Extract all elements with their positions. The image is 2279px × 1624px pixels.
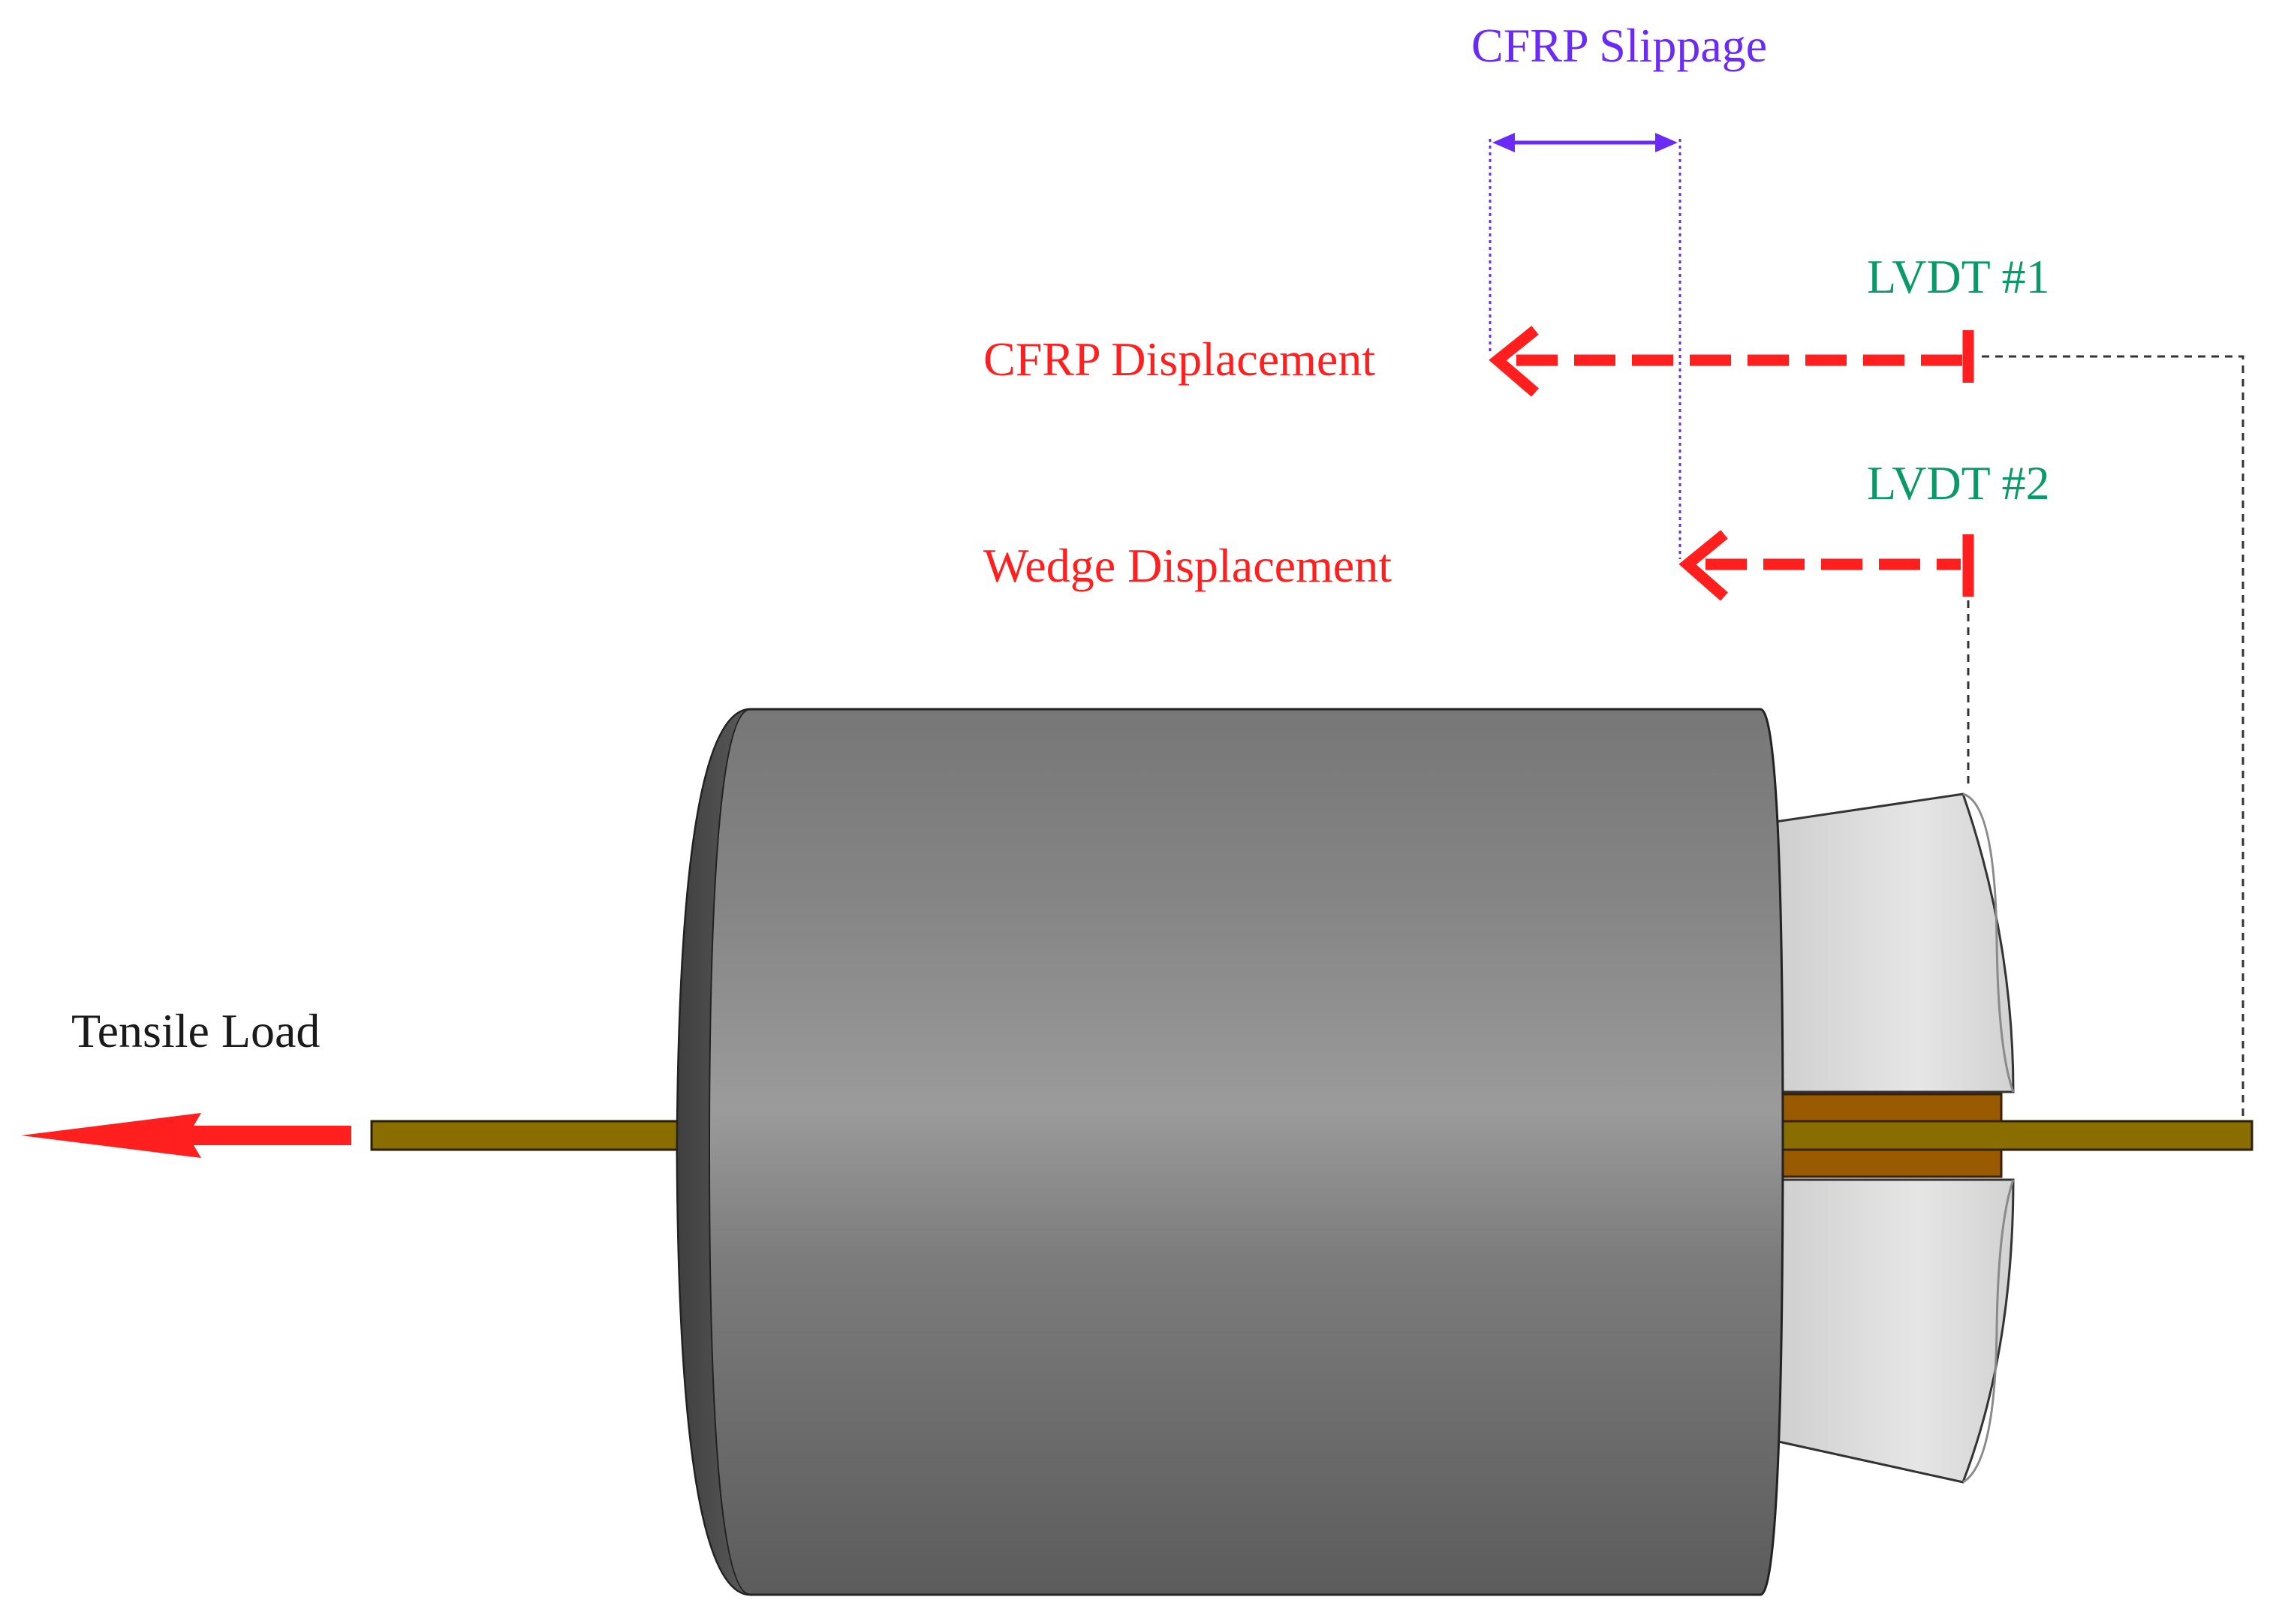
- wedge-inner-bottom: [1778, 1148, 2003, 1178]
- barrel-body: [676, 708, 1784, 1596]
- tensile-load-label: Tensile Load: [71, 1004, 320, 1057]
- cfrp-displacement-label: CFRP Displacement: [983, 332, 1375, 386]
- lvdt1-label: LVDT #1: [1867, 250, 2050, 303]
- cfrp-rod-right: [1778, 1120, 2253, 1151]
- wedge-inner-top: [1778, 1093, 2003, 1123]
- wedge-upper: [1774, 792, 2015, 1093]
- lvdt2-label: LVDT #2: [1867, 456, 2050, 510]
- wedge-lower-face: [1962, 1179, 2015, 1484]
- wedge-displacement-label: Wedge Displacement: [983, 539, 1392, 592]
- barrel-edge: [676, 708, 751, 1595]
- lvdt2-arrowhead: [1678, 530, 1728, 601]
- slippage-label: CFRP Slippage: [1471, 19, 1767, 72]
- wedge-upper-face: [1962, 792, 2015, 1093]
- cfrp-rod-left: [370, 1120, 681, 1151]
- slippage-arrow-right: [1655, 133, 1678, 152]
- wedge-lower: [1774, 1178, 2015, 1484]
- slippage-arrow-left: [1492, 133, 1515, 152]
- lvdt1-connection-line: [1982, 355, 2244, 1121]
- lvdt1-arrowhead: [1489, 326, 1539, 397]
- tensile-load-arrow: [21, 1113, 351, 1158]
